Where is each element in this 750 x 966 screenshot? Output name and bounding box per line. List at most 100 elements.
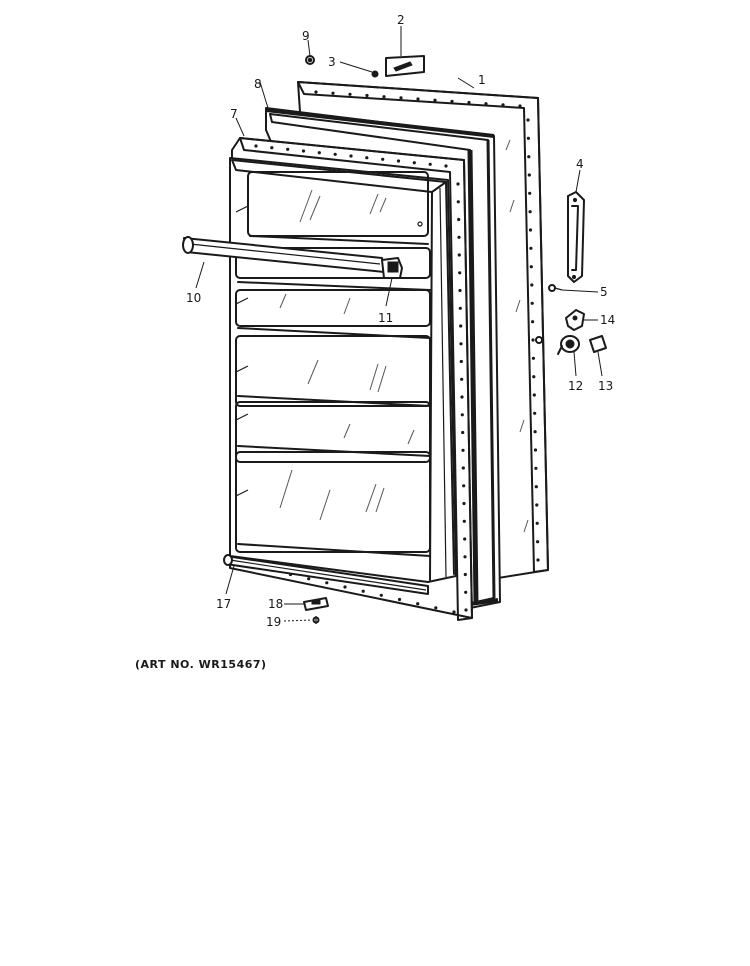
callout-18: 18 bbox=[268, 597, 283, 611]
screw-hole bbox=[348, 92, 352, 96]
screw-hole bbox=[343, 585, 347, 589]
screw-hole bbox=[501, 103, 505, 107]
screw-hole bbox=[463, 555, 467, 559]
callout-4: 4 bbox=[576, 157, 584, 171]
screw-hole bbox=[461, 448, 465, 452]
callout-labels: 1 2 3 4 5 7 8 9 10 11 12 13 14 17 18 19 bbox=[186, 13, 615, 629]
screw-hole bbox=[331, 91, 335, 95]
door-handle bbox=[567, 191, 585, 283]
screw-hole bbox=[530, 283, 534, 287]
screw-hole bbox=[536, 540, 540, 544]
lock-key bbox=[589, 335, 607, 353]
screw-hole bbox=[528, 191, 532, 195]
screw-hole bbox=[416, 97, 420, 101]
latch-keeper bbox=[565, 309, 585, 331]
screw-hole bbox=[458, 288, 462, 293]
screw-hole bbox=[464, 608, 468, 612]
screw-hole bbox=[457, 253, 461, 257]
screw-hole bbox=[365, 156, 369, 160]
callout-10: 10 bbox=[186, 291, 201, 305]
screw-hole bbox=[307, 577, 311, 581]
screw-hole bbox=[467, 100, 471, 105]
callout-13: 13 bbox=[598, 379, 613, 393]
screw-hole bbox=[317, 151, 321, 155]
callout-2: 2 bbox=[397, 13, 405, 27]
nameplate bbox=[385, 55, 425, 77]
screw-hole bbox=[526, 118, 530, 122]
callout-1: 1 bbox=[478, 73, 486, 87]
screw-hole bbox=[529, 246, 533, 250]
screw-hole bbox=[397, 597, 402, 602]
screw-hole bbox=[534, 466, 538, 470]
screw-hole bbox=[416, 602, 420, 606]
screw-hole bbox=[460, 413, 464, 417]
screw-3 bbox=[371, 70, 379, 78]
callout-19: 19 bbox=[266, 615, 281, 629]
screw-hole bbox=[459, 342, 463, 346]
screw-hole bbox=[462, 484, 466, 488]
screw-hole bbox=[528, 210, 532, 214]
callout-7: 7 bbox=[230, 107, 238, 121]
screw-hole bbox=[462, 501, 466, 506]
screw-hole bbox=[484, 102, 488, 106]
screw-hole bbox=[531, 338, 535, 342]
screw-hole bbox=[531, 356, 536, 360]
screw-hole bbox=[533, 448, 538, 452]
liner-screw-holes bbox=[234, 144, 468, 614]
screw-19 bbox=[312, 616, 320, 624]
screw-hole bbox=[535, 521, 539, 525]
callout-5: 5 bbox=[600, 285, 608, 299]
callout-14: 14 bbox=[600, 313, 615, 327]
screw-hole bbox=[464, 590, 468, 594]
screw-hole bbox=[433, 98, 437, 102]
screw-hole bbox=[463, 572, 467, 577]
screw-hole bbox=[459, 324, 463, 328]
screw-hole bbox=[314, 90, 318, 94]
callout-17: 17 bbox=[216, 597, 231, 611]
screw-hole bbox=[457, 217, 461, 222]
screw-hole bbox=[527, 173, 531, 177]
screw-hole bbox=[325, 581, 329, 585]
bottom-bar bbox=[223, 554, 429, 595]
screw-hole bbox=[452, 610, 456, 614]
screw-hole bbox=[530, 301, 534, 305]
screw-hole bbox=[460, 377, 464, 381]
screw-hole bbox=[532, 393, 536, 397]
callout-11: 11 bbox=[378, 311, 393, 325]
screw-hole bbox=[533, 430, 537, 434]
screw-hole bbox=[428, 162, 432, 166]
screw-hole bbox=[526, 136, 531, 140]
screw-hole bbox=[379, 593, 383, 597]
screw-hole bbox=[518, 104, 522, 108]
screw-hole bbox=[459, 359, 463, 364]
screw-hole bbox=[254, 144, 258, 148]
screw-hole bbox=[349, 154, 353, 158]
screw-hole bbox=[444, 164, 448, 168]
screw-hole bbox=[528, 228, 533, 232]
screw-hole bbox=[460, 395, 464, 399]
screw-hole bbox=[529, 265, 533, 269]
surface-reflection-marks bbox=[279, 189, 415, 521]
screw-hole bbox=[361, 589, 365, 593]
screw-hole bbox=[462, 519, 466, 523]
outer-panel-screw-holes bbox=[314, 90, 540, 562]
callout-8: 8 bbox=[254, 77, 262, 91]
lock-cylinder bbox=[557, 335, 580, 355]
bar-retainer bbox=[381, 257, 403, 279]
screw-hole bbox=[286, 147, 290, 151]
screw-5 bbox=[548, 284, 563, 292]
screw-hole bbox=[458, 271, 462, 275]
screw-hole bbox=[536, 558, 540, 562]
callout-12: 12 bbox=[568, 379, 583, 393]
screw-hole bbox=[534, 485, 538, 489]
screw-hole bbox=[457, 235, 461, 239]
screw-hole bbox=[531, 320, 535, 324]
screw-hole bbox=[527, 155, 531, 159]
screw-hole bbox=[450, 99, 454, 103]
screw-hole bbox=[333, 152, 337, 156]
inner-door-liner bbox=[229, 157, 457, 583]
nut-9 bbox=[305, 55, 315, 65]
screw-hole bbox=[399, 96, 403, 100]
screw-hole bbox=[412, 161, 416, 165]
